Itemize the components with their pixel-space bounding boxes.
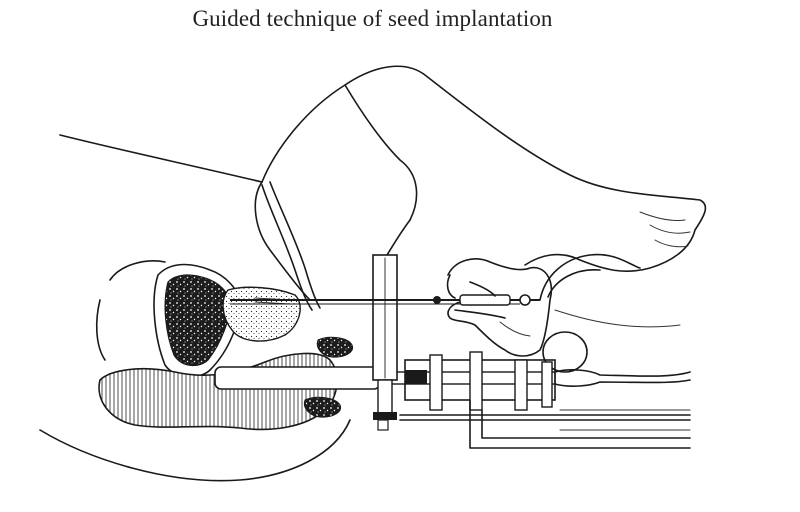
prostate bbox=[222, 286, 301, 342]
foot-detail bbox=[639, 211, 691, 248]
needle-template-grid bbox=[372, 254, 398, 431]
urethra bbox=[261, 181, 321, 311]
operator-hand bbox=[446, 258, 552, 357]
knee-circle bbox=[542, 331, 588, 373]
patient-outline bbox=[39, 65, 707, 482]
raised-leg bbox=[344, 84, 641, 373]
figure-title: Guided technique of seed implantation bbox=[192, 6, 553, 31]
transrectal-ultrasound-probe bbox=[214, 366, 691, 390]
probe-stepper bbox=[399, 351, 691, 449]
implant-needle bbox=[230, 294, 540, 306]
bladder bbox=[153, 263, 241, 378]
